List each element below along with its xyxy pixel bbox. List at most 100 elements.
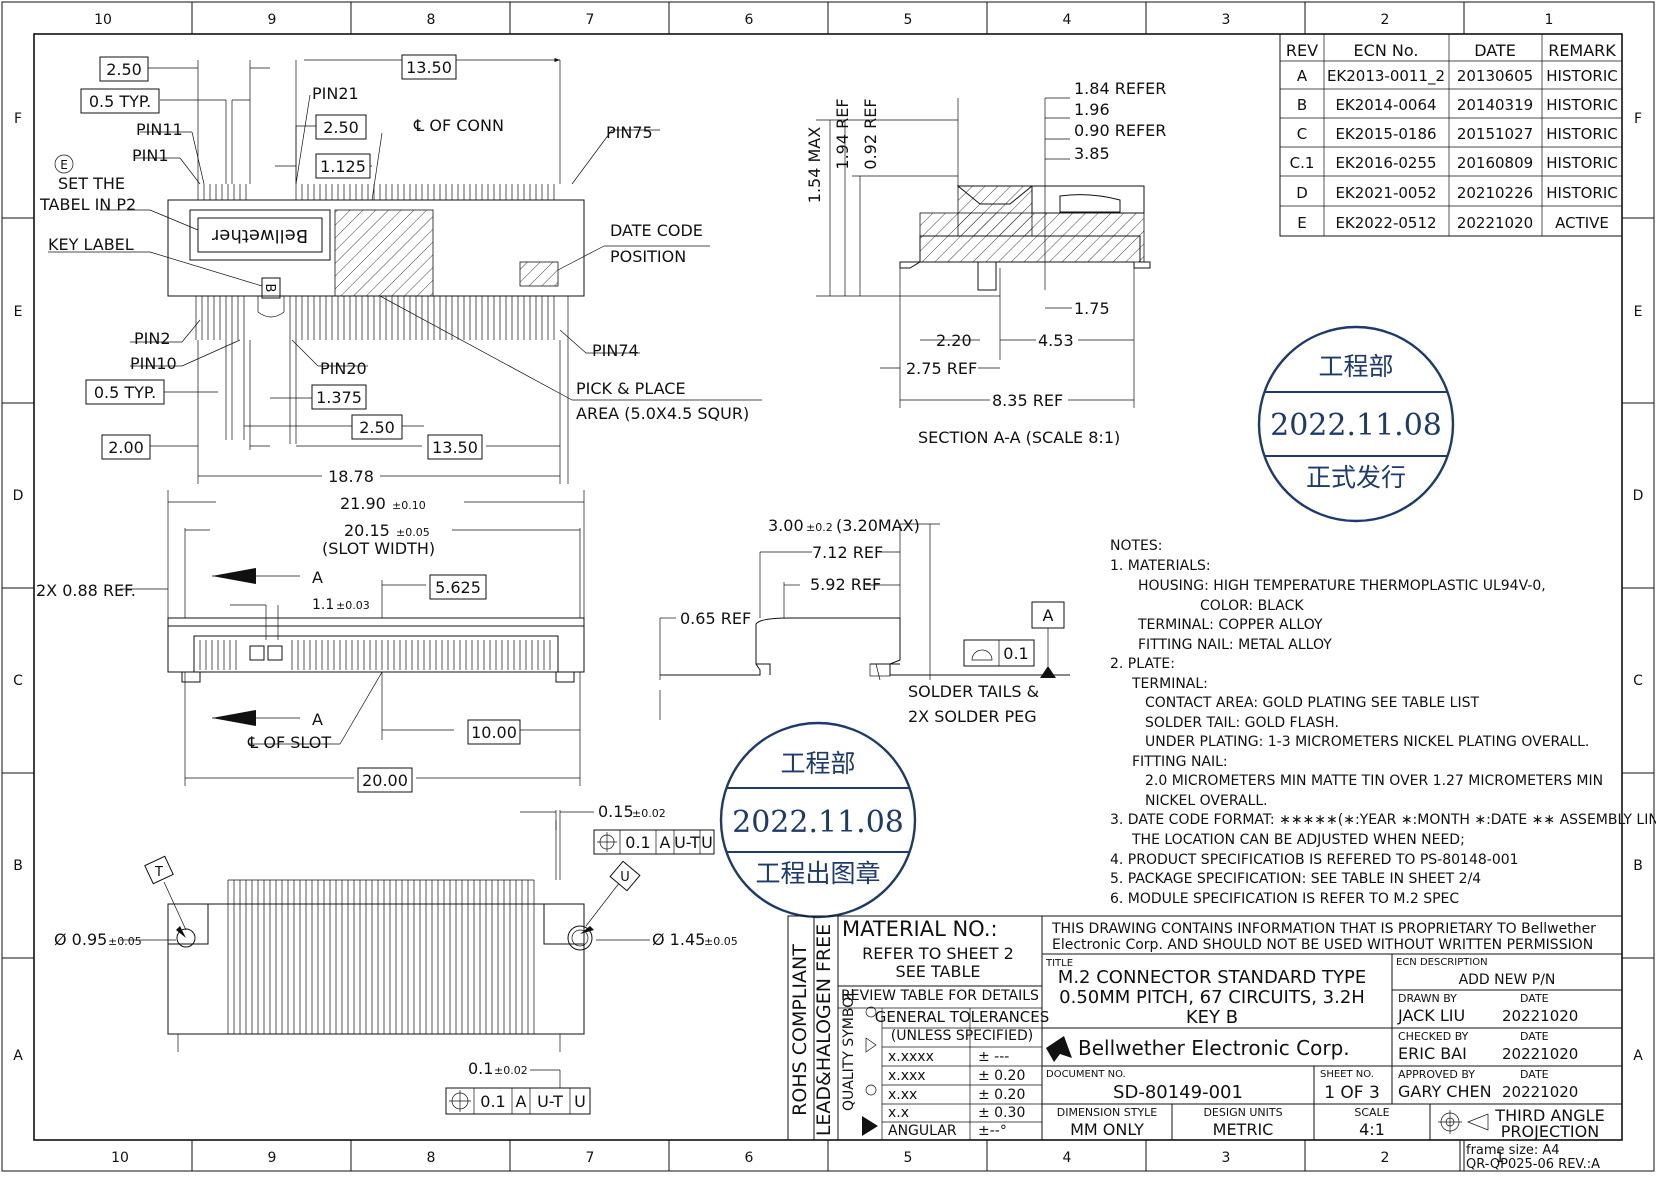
checked-date: 20221020 bbox=[1502, 1045, 1578, 1063]
stamp-release-bottom: 正式发行 bbox=[1306, 463, 1406, 492]
label-pin1: PIN1 bbox=[132, 146, 169, 165]
rev-row-rev: E bbox=[1297, 214, 1306, 232]
rev-row-remark: HISTORIC bbox=[1546, 67, 1618, 85]
tol-xxxxx: x.xxxx bbox=[888, 1049, 934, 1065]
rev-row-remark: HISTORIC bbox=[1546, 184, 1618, 202]
frame-col-2: 2 bbox=[1381, 12, 1390, 28]
frame-row-right-a: A bbox=[1633, 1048, 1643, 1064]
rev-row-date: 20130605 bbox=[1457, 67, 1533, 85]
unless-specified: (UNLESS SPECIFIED) bbox=[891, 1028, 1033, 1044]
tol-20-15: ±0.05 bbox=[396, 526, 430, 539]
stamp-release-top: 工程部 bbox=[1318, 352, 1393, 381]
section-mark-a-top: A bbox=[312, 568, 323, 587]
frame-col-bottom-4: 4 bbox=[1063, 1150, 1072, 1166]
top-view: Bellwether B bbox=[39, 54, 762, 486]
note-line: FITTING NAIL: bbox=[1132, 754, 1228, 770]
peg-hole-right bbox=[567, 925, 593, 951]
frame-col-bottom-5: 5 bbox=[904, 1150, 913, 1166]
frame-col-1: 1 bbox=[1545, 12, 1554, 28]
frame-size: frame size: A4 bbox=[1466, 1143, 1560, 1158]
frame-row-d: D bbox=[13, 488, 24, 504]
drawn-date-label: DATE bbox=[1520, 992, 1549, 1005]
approved-by-label: APPROVED BY bbox=[1398, 1068, 1475, 1081]
label-e-mark: E bbox=[60, 158, 68, 172]
frame-col-6: 6 bbox=[745, 12, 754, 28]
rev-header-date: DATE bbox=[1474, 41, 1516, 60]
rev-row-date: 20151027 bbox=[1457, 125, 1533, 143]
label-key-label: KEY LABEL bbox=[48, 235, 134, 254]
rev-row-remark: HISTORIC bbox=[1546, 96, 1618, 114]
frame-col-4: 4 bbox=[1063, 12, 1072, 28]
rev-row-rev: B bbox=[1297, 96, 1307, 114]
label-pin11: PIN11 bbox=[136, 120, 183, 139]
dim-1-1: 1.1 bbox=[312, 597, 334, 613]
note-line: 6. MODULE SPECIFICATION IS REFER TO M.2 … bbox=[1110, 891, 1459, 907]
dim-3-20-max: (3.20MAX) bbox=[836, 516, 920, 535]
ecn-description-label: ECN DESCRIPTION bbox=[1396, 957, 1488, 968]
proprietary-line-1: THIS DRAWING CONTAINS INFORMATION THAT I… bbox=[1051, 921, 1596, 937]
checked-by-label: CHECKED BY bbox=[1398, 1030, 1469, 1043]
datum-t: T bbox=[154, 865, 163, 880]
note-line: 1. MATERIALS: bbox=[1110, 558, 1211, 574]
title-line-1: M.2 CONNECTOR STANDARD TYPE bbox=[1058, 967, 1366, 988]
note-line: 4. PRODUCT SPECIFICATIOB IS REFERED TO P… bbox=[1110, 852, 1519, 868]
label-tabel: TABEL IN P2 bbox=[39, 195, 136, 214]
notes: NOTES: 1. MATERIALS: HOUSING: HIGH TEMPE… bbox=[1110, 538, 1656, 907]
dim-1-54-max: 1.54 MAX bbox=[805, 127, 824, 203]
tol-0-15: ±0.02 bbox=[632, 807, 666, 820]
frame-col-7: 7 bbox=[586, 12, 595, 28]
label-area: AREA (5.0X4.5 SQUR) bbox=[576, 404, 749, 423]
sheet-no: 1 OF 3 bbox=[1324, 1083, 1380, 1103]
review-table: REVIEW TABLE FOR DETAILS bbox=[841, 988, 1039, 1004]
fcf2-datum-ut: U-T bbox=[537, 1092, 563, 1111]
note-line: FITTING NAIL: METAL ALLOY bbox=[1138, 637, 1332, 653]
dim-2-50-b: 2.50 bbox=[323, 118, 359, 137]
note-line: SOLDER TAIL: GOLD FLASH. bbox=[1145, 715, 1339, 731]
fcf1-datum-ut: U-T bbox=[674, 833, 700, 852]
dim-2-20: 2.20 bbox=[936, 331, 972, 350]
form-number: QR-QP025-06 REV.:A bbox=[1466, 1157, 1600, 1172]
company-name: Bellwether Electronic Corp. bbox=[1078, 1036, 1350, 1060]
bottom-view: 0.15 ±0.02 0.1 A U-T U T U Ø 0.95 ±0.05 … bbox=[54, 802, 738, 1115]
note-line: HOUSING: HIGH TEMPERATURE THERMOPLASTIC … bbox=[1138, 578, 1546, 594]
tol-xxxx-value: ± 0.20 bbox=[978, 1068, 1025, 1084]
drawn-date: 20221020 bbox=[1502, 1007, 1578, 1025]
label-date-code: DATE CODE bbox=[610, 221, 703, 240]
rev-header-remark: REMARK bbox=[1548, 41, 1616, 60]
scale-label: SCALE bbox=[1354, 1106, 1389, 1119]
rev-row-rev: C.1 bbox=[1290, 154, 1315, 172]
frame-row-c: C bbox=[13, 673, 23, 689]
note-line: 3. DATE CODE FORMAT: ∗∗∗∗∗(∗:YEAR ∗:MONT… bbox=[1110, 812, 1656, 828]
frame-col-10: 10 bbox=[94, 12, 112, 28]
rohs-compliant: ROHS COMPLIANT bbox=[789, 944, 811, 1116]
drawn-by: JACK LIU bbox=[1397, 1006, 1465, 1025]
ecn-description: ADD NEW P/N bbox=[1459, 972, 1556, 988]
frame-col-bottom-1: 1 bbox=[1496, 1150, 1505, 1166]
note-line: COLOR: BLACK bbox=[1200, 598, 1304, 614]
document-no-label: DOCUMENT NO. bbox=[1046, 1069, 1126, 1080]
quality-symbol-label: QUALITY SYMBOL bbox=[841, 989, 857, 1111]
note-line: 5. PACKAGE SPECIFICATION: SEE TABLE IN S… bbox=[1110, 871, 1481, 887]
dim-3-85: 3.85 bbox=[1074, 144, 1110, 163]
tol-xxx: x.xx bbox=[888, 1087, 917, 1103]
section-caption: SECTION A-A (SCALE 8:1) bbox=[918, 428, 1120, 447]
drawn-by-label: DRAWN BY bbox=[1398, 992, 1457, 1005]
frame-col-bottom-8: 8 bbox=[427, 1150, 436, 1166]
label-pin75: PIN75 bbox=[606, 123, 653, 142]
stamp-eng-date: 2022.11.08 bbox=[732, 805, 904, 840]
frame-row-e: E bbox=[14, 304, 23, 320]
rev-row-remark: HISTORIC bbox=[1546, 125, 1618, 143]
tol-angular-value: ±--° bbox=[978, 1123, 1007, 1139]
rev-row-date: 20210226 bbox=[1457, 184, 1533, 202]
key-label-b: B bbox=[262, 284, 277, 293]
revision-table: REV ECN No. DATE REMARK A EK2013-0011_2 … bbox=[1279, 33, 1623, 237]
material-no-title: MATERIAL NO.: bbox=[842, 917, 998, 941]
approved-date-label: DATE bbox=[1520, 1068, 1549, 1081]
rev-row-rev: A bbox=[1297, 67, 1308, 85]
rev-row-rev: C bbox=[1297, 125, 1307, 143]
label-set-the: SET THE bbox=[58, 174, 125, 193]
tol-0-1: ±0.02 bbox=[494, 1064, 528, 1077]
rev-row-rev: D bbox=[1296, 184, 1308, 202]
dim-20-00: 20.00 bbox=[362, 771, 408, 790]
rev-header-rev: REV bbox=[1286, 41, 1318, 60]
